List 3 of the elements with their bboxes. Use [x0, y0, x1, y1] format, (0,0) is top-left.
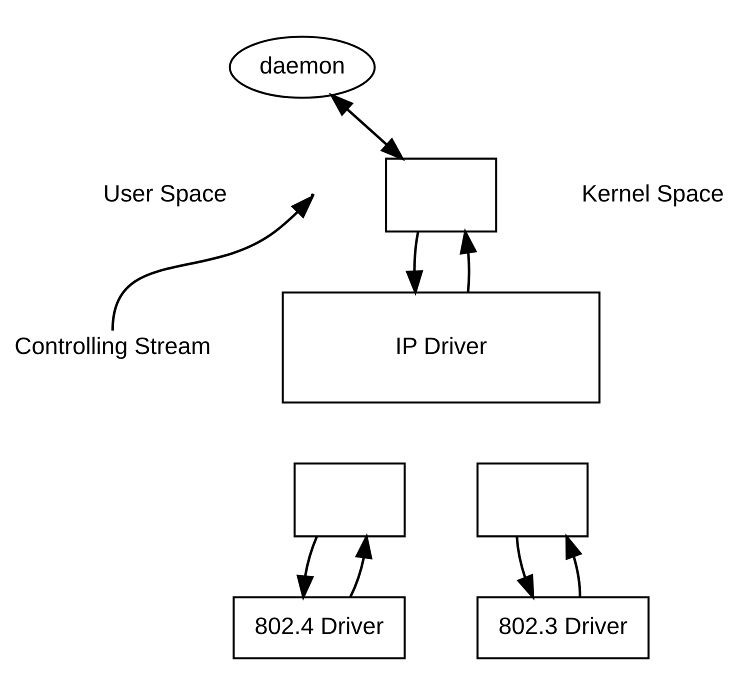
label: User Space: [103, 181, 227, 208]
label: Kernel Space: [582, 181, 724, 208]
node-text: Controlling Stream: [14, 334, 211, 360]
